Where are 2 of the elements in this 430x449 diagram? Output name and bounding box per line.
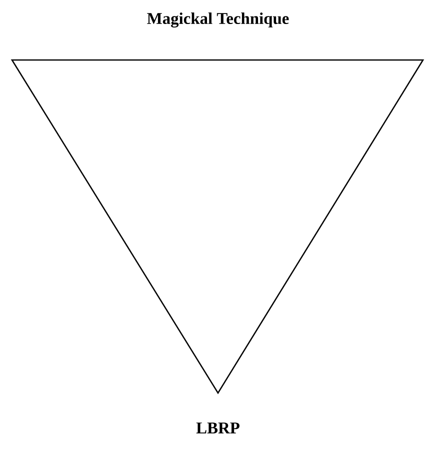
heading: Magickal Technique [147,12,289,28]
vertex-label: LBRP [196,422,240,434]
